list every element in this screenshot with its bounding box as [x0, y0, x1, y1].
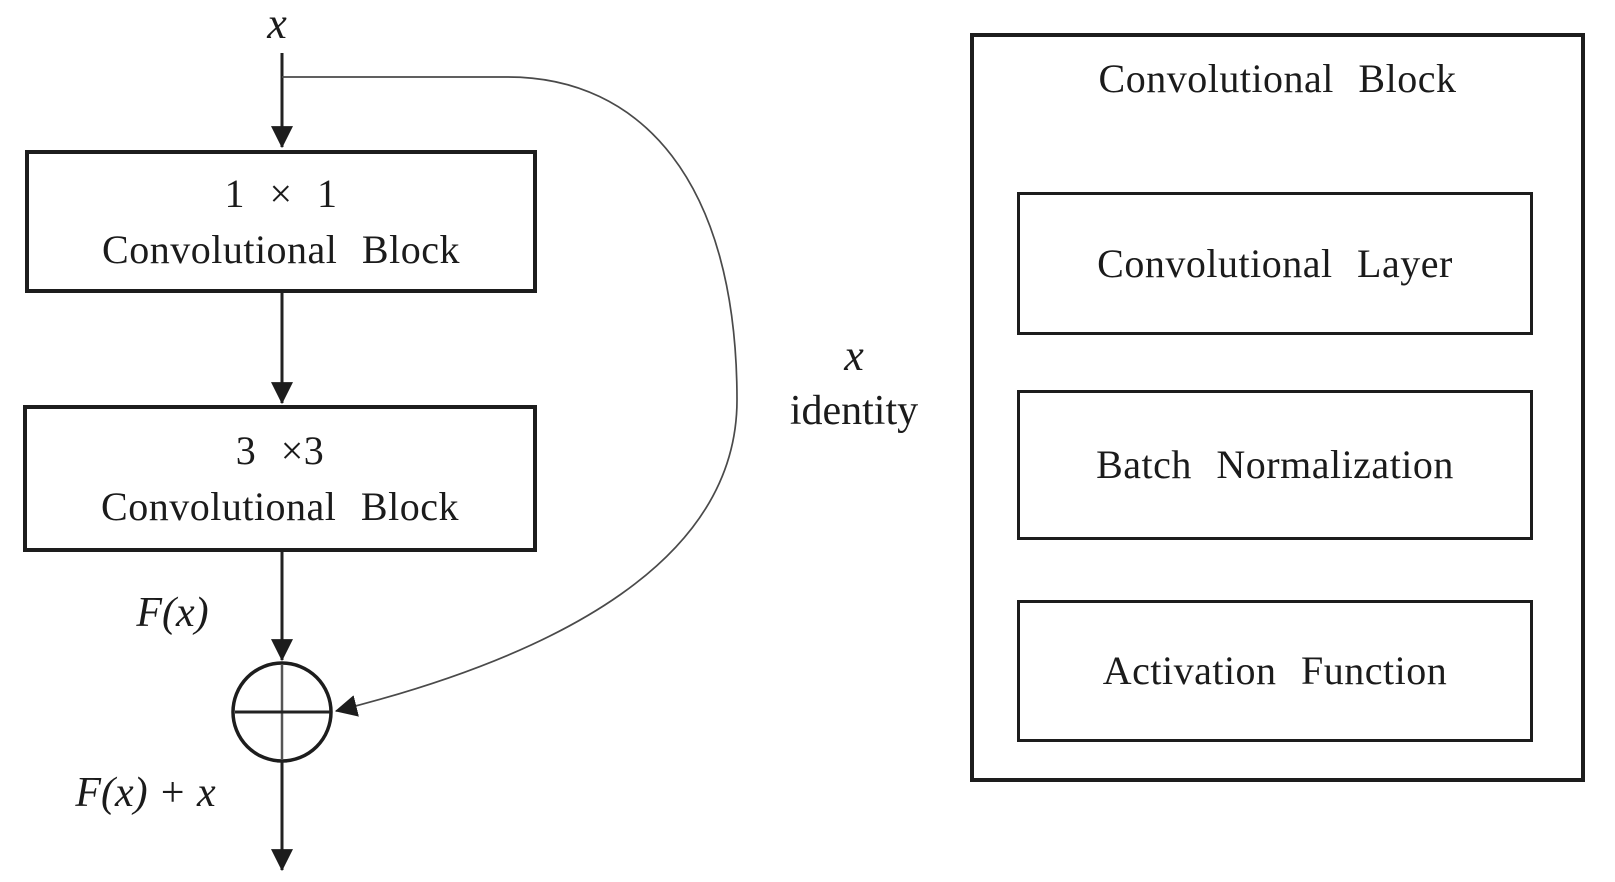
- input-label: x: [267, 0, 287, 48]
- conv-layer-box: Convolutional Layer: [1017, 192, 1533, 335]
- fx-label: F(x): [136, 590, 209, 636]
- batch-normalization-box: Batch Normalization: [1017, 390, 1533, 540]
- conv-1x1-size-label: 1 × 1: [224, 170, 338, 216]
- conv-1x1-block: 1 × 1 Convolutional Block: [25, 150, 537, 293]
- conv-3x3-size-label: 3 ×3: [235, 427, 325, 473]
- conv-3x3-name-label: Convolutional Block: [101, 483, 459, 529]
- skip-identity-label: identity: [789, 388, 919, 434]
- conv-1x1-name-label: Convolutional Block: [102, 226, 460, 272]
- activation-function-label: Activation Function: [1102, 648, 1448, 693]
- conv-block-panel-title: Convolutional Block: [1098, 56, 1457, 101]
- sum-output-label: F(x) + x: [75, 770, 216, 816]
- batch-normalization-label: Batch Normalization: [1096, 442, 1454, 487]
- activation-function-box: Activation Function: [1017, 600, 1533, 742]
- conv-3x3-block: 3 ×3 Convolutional Block: [23, 405, 537, 552]
- skip-x-label: x: [844, 331, 864, 380]
- skip-connection-curve: [282, 76, 738, 717]
- conv-layer-label: Convolutional Layer: [1097, 240, 1453, 286]
